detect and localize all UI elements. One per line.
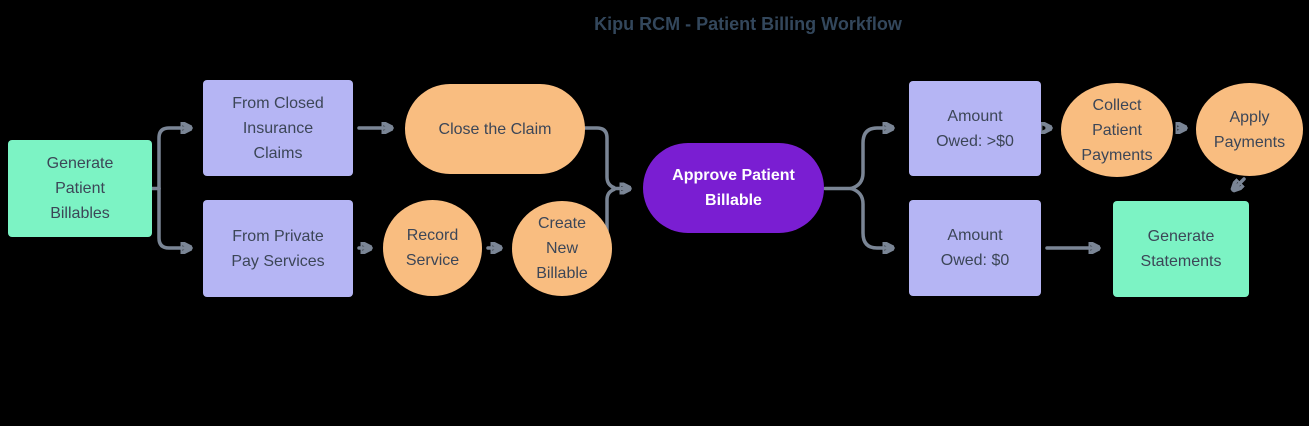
node-generate-patient-billables: Generate Patient Billables [8, 140, 152, 237]
edge-generate-to-closed-claims [157, 128, 193, 191]
edge-apply-to-statements [1233, 177, 1246, 190]
node-from-closed-insurance-claims: From Closed Insurance Claims [203, 80, 353, 176]
node-create-new-billable: Create New Billable [512, 201, 612, 296]
node-label: Approve Patient Billable [672, 167, 795, 209]
edge-approve-to-amount-gt-zero [849, 128, 895, 191]
edge-approve-to-amount-zero [849, 186, 895, 249]
node-close-the-claim: Close the Claim [405, 84, 585, 174]
edge-create-billable-to-merge [605, 187, 616, 234]
node-label: Amount Owed: >$0 [936, 107, 1014, 150]
diagram-title: Kipu RCM - Patient Billing Workflow [594, 14, 902, 34]
node-label: Amount Owed: $0 [940, 227, 1010, 269]
node-label: Create New Billable [536, 215, 588, 282]
node-from-private-pay-services: From Private Pay Services [203, 200, 353, 297]
node-amount-owed-gt-zero: Amount Owed: >$0 [909, 81, 1041, 176]
node-label: From Private Pay Services [231, 227, 325, 270]
node-label: Record Service [405, 227, 460, 269]
node-label: Generate Statements [1140, 228, 1222, 270]
node-label: Generate Patient Billables [46, 155, 114, 222]
node-record-service: Record Service [383, 200, 482, 296]
node-label: Apply Payments [1213, 108, 1286, 151]
edge-close-claim-to-merge [583, 126, 616, 190]
node-amount-owed-zero: Amount Owed: $0 [909, 200, 1041, 296]
node-apply-payments: Apply Payments [1196, 83, 1303, 176]
node-collect-patient-payments: Collect Patient Payments [1061, 83, 1173, 177]
node-label: Close the Claim [438, 120, 552, 138]
edge-generate-to-private-pay [157, 186, 193, 249]
node-label: From Closed Insurance Claims [232, 94, 324, 162]
node-generate-statements: Generate Statements [1113, 201, 1249, 297]
node-approve-patient-billable: Approve Patient Billable [643, 143, 824, 233]
node-label: Collect Patient Payments [1081, 96, 1153, 164]
